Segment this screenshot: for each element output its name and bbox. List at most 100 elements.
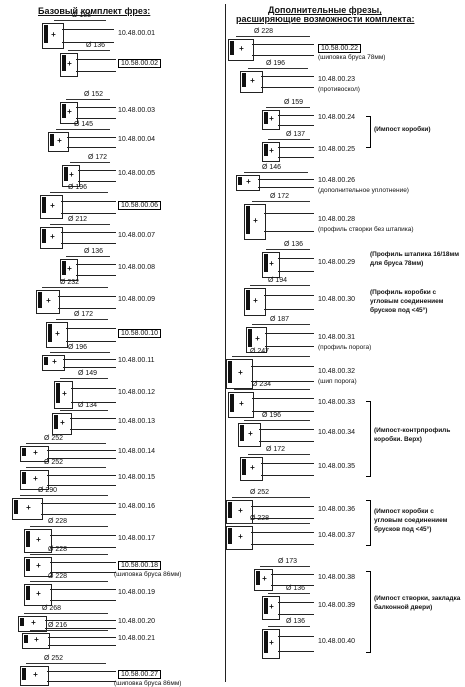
- part-code: 10.48.00.32: [318, 368, 355, 375]
- diameter-label: Ø 137: [286, 131, 306, 138]
- cross-mark-icon: +: [60, 418, 65, 427]
- dimension-line: [50, 352, 110, 353]
- cutter-shank-icon: [50, 535, 116, 548]
- cutter-head-icon: [228, 392, 254, 418]
- part-code: 10.48.00.04: [118, 136, 155, 143]
- cutter-shank-icon: [261, 76, 314, 88]
- diameter-label: Ø 252: [44, 435, 64, 442]
- diameter-label: Ø 134: [78, 402, 98, 409]
- cross-mark-icon: +: [36, 589, 41, 598]
- knife-insert-icon: [26, 531, 30, 547]
- part-code: 10.48.00.05: [118, 170, 155, 177]
- group-bracket: [366, 500, 371, 546]
- cutter-shank-icon: [50, 562, 116, 573]
- knife-insert-icon: [240, 425, 244, 441]
- cross-mark-icon: +: [239, 44, 244, 53]
- part-code: 10.48.00.03: [118, 107, 155, 114]
- part-code: 10.48.00.30: [318, 296, 355, 303]
- cutter-head-icon: [20, 666, 49, 686]
- part-code: 10.48.00.35: [318, 463, 355, 470]
- group-bracket: [366, 116, 371, 148]
- cross-mark-icon: +: [52, 357, 57, 366]
- cross-mark-icon: +: [50, 232, 55, 241]
- cross-mark-icon: +: [33, 474, 38, 483]
- cutter-shank-icon: [47, 475, 116, 486]
- diameter-label: Ø 159: [284, 99, 304, 106]
- part-code: 10.48.00.20: [118, 618, 155, 625]
- diameter-label: Ø 145: [74, 121, 94, 128]
- dimension-line: [26, 443, 106, 444]
- diameter-label: Ø 152: [84, 91, 104, 98]
- knife-insert-icon: [256, 571, 260, 585]
- part-code: 10.58.00.06: [118, 201, 161, 210]
- cross-mark-icon: +: [50, 201, 55, 210]
- knife-insert-icon: [264, 144, 268, 156]
- knife-insert-icon: [264, 254, 268, 272]
- dimension-line: [244, 172, 308, 173]
- dimension-line: [268, 139, 310, 140]
- cutter-shank-icon: [45, 620, 116, 629]
- part-code: 10.48.00.29: [318, 259, 355, 266]
- knife-insert-icon: [20, 618, 24, 626]
- dimension-line: [70, 162, 110, 163]
- cross-mark-icon: +: [255, 334, 260, 343]
- cutter-shank-icon: [71, 388, 116, 403]
- part-code: 10.48.00.21: [118, 635, 155, 642]
- diameter-label: Ø 187: [270, 316, 290, 323]
- dimension-line: [66, 99, 110, 100]
- dimension-line: [30, 526, 108, 527]
- part-code: 10.48.00.38: [318, 574, 355, 581]
- cross-mark-icon: +: [238, 532, 243, 541]
- part-code: 10.58.00.10: [118, 329, 161, 338]
- knife-insert-icon: [42, 229, 46, 243]
- part-code: 10.48.00.36: [318, 506, 355, 513]
- dimension-line: [268, 593, 310, 594]
- cross-mark-icon: +: [253, 296, 258, 305]
- cutter-shank-icon: [58, 296, 116, 309]
- cutter-shank-icon: [47, 450, 116, 459]
- group-bracket: [366, 401, 371, 477]
- cross-mark-icon: +: [57, 136, 62, 145]
- part-note: (противоскол): [318, 86, 360, 93]
- diameter-label: Ø 234: [252, 381, 272, 388]
- part-code: 10.48.00.37: [318, 532, 355, 539]
- cutter-shank-icon: [258, 179, 314, 188]
- dimension-line: [248, 454, 310, 455]
- group-note-impost: (Импост коробки): [374, 126, 431, 133]
- cutter-head-icon: [20, 446, 49, 462]
- part-note: (шиповка бруса 86мм): [114, 571, 182, 578]
- part-code: 10.48.00.07: [118, 232, 155, 239]
- cutter-shank-icon: [271, 574, 314, 586]
- cutter-shank-icon: [61, 232, 116, 244]
- part-note: (шиповка бруса 78мм): [318, 54, 386, 61]
- diameter-label: Ø 172: [266, 446, 286, 453]
- dimension-line: [260, 566, 310, 567]
- cross-mark-icon: +: [253, 216, 258, 225]
- cross-mark-icon: +: [33, 670, 38, 679]
- dimension-line: [54, 20, 106, 21]
- cross-mark-icon: +: [69, 170, 74, 179]
- part-code: 10.48.00.25: [318, 146, 355, 153]
- knife-insert-icon: [246, 206, 250, 234]
- cutter-shank-icon: [48, 637, 116, 646]
- part-code: 10.48.00.14: [118, 448, 155, 455]
- cross-mark-icon: +: [26, 503, 31, 512]
- diameter-label: Ø 212: [68, 216, 88, 223]
- cutter-shank-icon: [67, 137, 116, 148]
- knife-insert-icon: [14, 500, 18, 514]
- group-note-korobka45: (Профиль коробки с угловым соединением б…: [370, 289, 444, 314]
- dimension-line: [30, 554, 108, 555]
- dimension-line: [30, 630, 108, 631]
- diameter-label: Ø 136: [286, 585, 306, 592]
- cutter-shank-icon: [265, 333, 314, 347]
- cutter-shank-icon: [61, 201, 116, 214]
- knife-insert-icon: [242, 459, 246, 475]
- knife-insert-icon: [264, 598, 268, 614]
- diameter-label: Ø 172: [88, 154, 108, 161]
- knife-insert-icon: [22, 472, 26, 484]
- cross-mark-icon: +: [269, 146, 274, 155]
- knife-insert-icon: [242, 73, 246, 87]
- cutter-shank-icon: [278, 258, 314, 272]
- diameter-label: Ø 252: [44, 459, 64, 466]
- part-code: 10.48.00.19: [118, 589, 155, 596]
